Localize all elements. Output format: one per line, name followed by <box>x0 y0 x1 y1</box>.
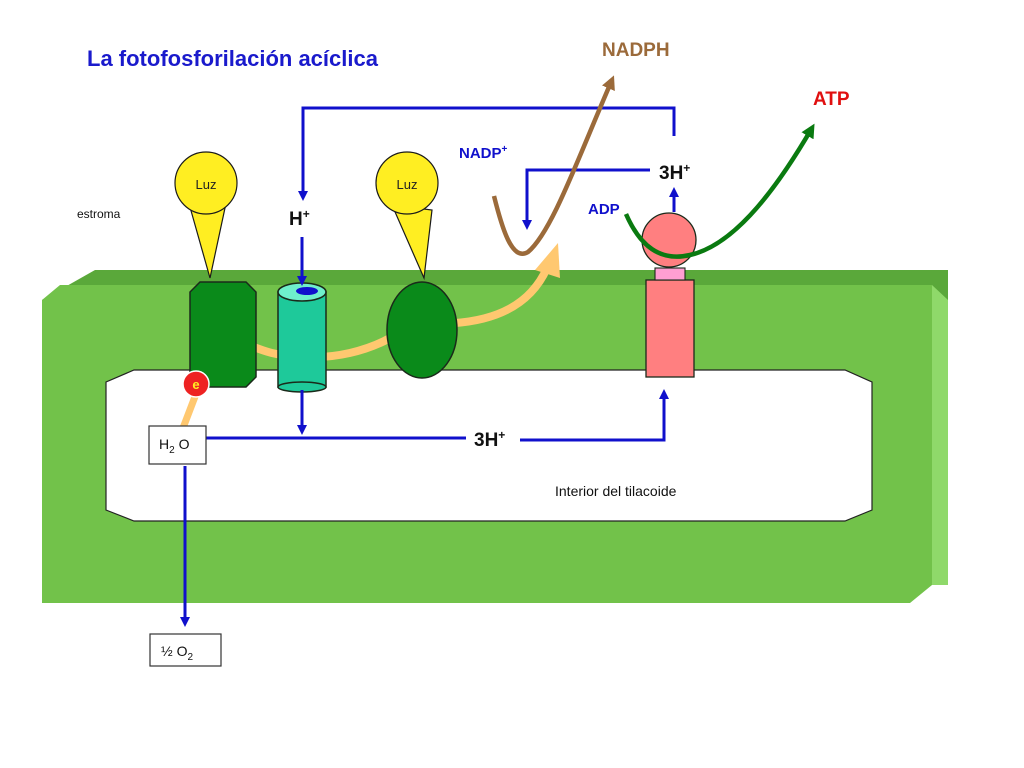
page-title: La fotofosforilación acíclica <box>87 46 379 71</box>
h-top-label: H+ <box>289 207 310 230</box>
photosystem-ii <box>189 281 257 388</box>
proton-return-arrow <box>298 106 676 201</box>
interior-label: Interior del tilacoide <box>555 483 677 499</box>
atp-synthase <box>641 212 697 378</box>
light-1 <box>174 151 238 279</box>
luz-2-label: Luz <box>397 177 418 192</box>
thylakoid-interior <box>105 369 873 522</box>
water-electron-path <box>179 390 200 432</box>
thylakoid-membrane <box>42 270 948 603</box>
oxygen-label: ½ O2 <box>161 643 193 663</box>
adp-label: ADP <box>588 201 620 218</box>
water-label: H2 O <box>159 436 190 456</box>
electron-marker <box>182 370 210 398</box>
proton-to-nadp-arrow <box>522 168 650 230</box>
light-2 <box>375 151 439 281</box>
electron-path-arrowhead <box>535 243 560 278</box>
nadph-label: NADPH <box>602 40 670 61</box>
photosystem-i <box>386 281 458 379</box>
estroma-label: estroma <box>77 207 121 221</box>
water-box <box>148 425 207 465</box>
three-h-top-label: 3H+ <box>659 161 690 184</box>
membrane-right-face <box>932 285 948 585</box>
cytochrome-complex <box>277 282 327 393</box>
electron-path-2 <box>451 264 551 327</box>
electron-label: e <box>192 377 199 392</box>
luz-1-label: Luz <box>196 177 217 192</box>
proton-to-synthase-arrow <box>520 389 669 442</box>
three-h-bottom-label: 3H+ <box>474 428 505 451</box>
nadph-arrow <box>491 75 615 256</box>
atp-arrow <box>623 123 815 259</box>
nadp-label: NADP+ <box>459 144 508 162</box>
oxygen-box <box>149 633 222 667</box>
atp-label: ATP <box>813 89 850 110</box>
